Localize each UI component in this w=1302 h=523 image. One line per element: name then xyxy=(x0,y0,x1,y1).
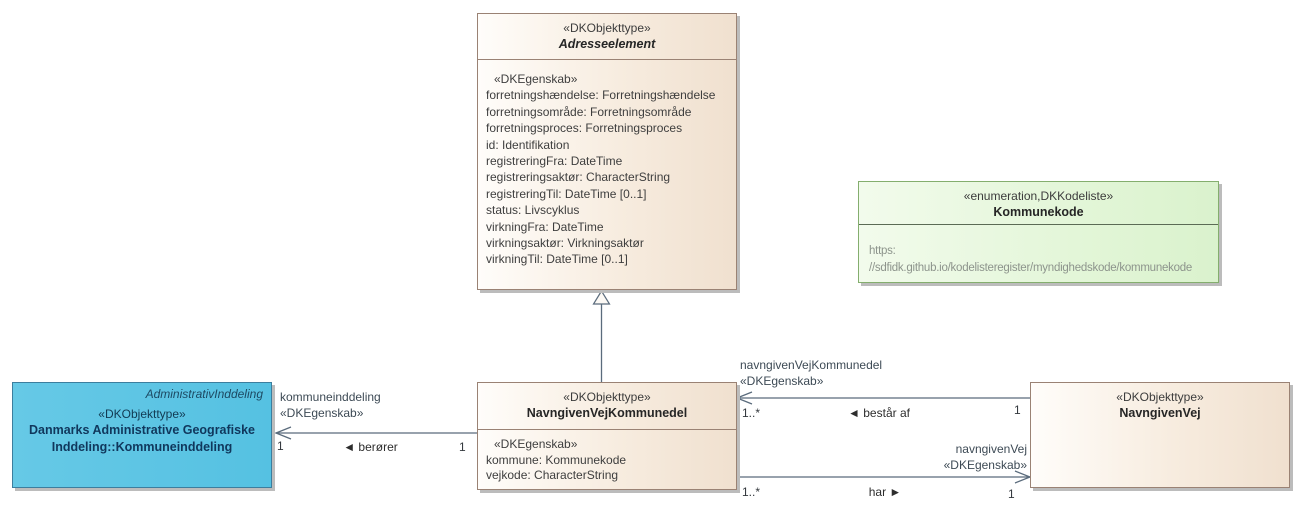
attribute-line: registreringFra: DateTime xyxy=(486,154,623,169)
attributes-compartment: «DKEgenskab» forretningshændelse: Forret… xyxy=(478,60,736,268)
multiplicity-bestaar-af-target: 1 xyxy=(1014,403,1021,417)
generalization-arrow xyxy=(592,289,611,382)
multiplicity-har-target: 1 xyxy=(1008,487,1015,501)
class-header: «enumeration,DKKodeliste» Kommunekode xyxy=(859,182,1218,224)
compartment-divider xyxy=(859,224,1218,225)
role-stereotype: «DKEgenskab» xyxy=(943,458,1027,472)
class-header: «DKObjekttype» NavngivenVejKommunedel xyxy=(478,383,736,429)
compartment-divider xyxy=(478,59,736,60)
association-beroerer-line xyxy=(274,426,477,440)
role-name: kommuneinddeling xyxy=(280,390,381,404)
class-name-line2: Inddeling::Kommuneinddeling xyxy=(51,439,233,454)
class-header: «DKObjekttype» Danmarks Administrative G… xyxy=(13,407,271,455)
class-header: «DKObjekttype» NavngivenVej xyxy=(1031,383,1289,429)
role-stereotype: «DKEgenskab» xyxy=(740,374,824,388)
class-name: NavngivenVejKommunedel xyxy=(526,406,688,420)
attribute-line: forretningsområde: Forretningsområde xyxy=(486,104,692,119)
association-bestaar-af-line xyxy=(735,391,1030,405)
attribute-line: virkningTil: DateTime [0..1] xyxy=(486,252,628,267)
codelist-url-line2: //sdfidk.github.io/kodelisteregister/myn… xyxy=(869,262,1193,274)
class-adresseelement[interactable]: «DKObjekttype» Adresseelement «DKEgenska… xyxy=(477,13,737,290)
compartment-divider xyxy=(478,429,736,430)
class-header: «DKObjekttype» Adresseelement xyxy=(478,14,736,59)
codelist-url-line1: https: xyxy=(869,245,896,257)
association-role-navngivenvej: navngivenVej «DKEgenskab» xyxy=(877,441,1027,473)
stereotype-label: «DKObjekttype» xyxy=(98,407,186,421)
stereotype-label: «DKObjekttype» xyxy=(1116,390,1204,404)
association-name-beroerer: ◄ berører xyxy=(343,440,398,454)
attribute-line: virkningFra: DateTime xyxy=(486,219,604,234)
association-role-navngivenvejkommunedel: navngivenVejKommunedel «DKEgenskab» xyxy=(740,357,882,389)
codelist-url: https: //sdfidk.github.io/kodelisteregis… xyxy=(859,225,1218,277)
attribute-line: registreringTil: DateTime [0..1] xyxy=(486,186,647,201)
stereotype-label: «enumeration,DKKodeliste» xyxy=(963,189,1114,203)
attribute-line: virkningsaktør: Virkningsaktør xyxy=(486,236,644,251)
attribute-stereotype: «DKEgenskab» xyxy=(494,72,578,86)
class-name: NavngivenVej xyxy=(1119,406,1201,420)
class-name: Kommunekode xyxy=(993,205,1084,219)
multiplicity-har-source: 1..* xyxy=(742,485,761,499)
stereotype-label: «DKObjekttype» xyxy=(563,21,651,35)
attribute-list: forretningshændelse: Forretningshændelse… xyxy=(486,87,730,267)
attribute-line: kommune: Kommunekode xyxy=(486,452,627,467)
role-name: navngivenVej xyxy=(955,442,1027,456)
attribute-line: registreringsaktør: CharacterString xyxy=(486,170,671,185)
attribute-line: id: Identifikation xyxy=(486,137,570,152)
role-name: navngivenVejKommunedel xyxy=(740,358,883,372)
stereotype-label: «DKObjekttype» xyxy=(563,390,651,404)
role-stereotype: «DKEgenskab» xyxy=(280,406,364,420)
attribute-line: forretningsproces: Forretningsproces xyxy=(486,121,683,136)
association-name-har: har ► xyxy=(868,485,902,499)
multiplicity-bestaar-af-source: 1..* xyxy=(742,406,761,420)
attribute-line: vejkode: CharacterString xyxy=(486,468,619,483)
attribute-line: forretningshændelse: Forretningshændelse xyxy=(486,88,716,103)
class-name-line1: Danmarks Administrative Geografiske xyxy=(28,423,255,437)
class-navngivenvejkommunedel[interactable]: «DKObjekttype» NavngivenVejKommunedel «D… xyxy=(477,382,737,490)
package-label: AdministrativInddeling xyxy=(145,387,263,401)
class-navngivenvej[interactable]: «DKObjekttype» NavngivenVej xyxy=(1030,382,1290,488)
association-name-bestaar-af: ◄ består af xyxy=(848,406,910,420)
attribute-stereotype: «DKEgenskab» xyxy=(494,437,578,451)
class-kommuneinddeling[interactable]: AdministrativInddeling «DKObjekttype» Da… xyxy=(12,382,272,488)
multiplicity-beroerer-source: 1 xyxy=(277,439,284,453)
attribute-line: status: Livscyklus xyxy=(486,203,580,218)
class-name: Adresseelement xyxy=(558,37,656,51)
association-role-kommuneinddeling: kommuneinddeling «DKEgenskab» xyxy=(280,389,381,421)
multiplicity-beroerer-target: 1 xyxy=(459,440,466,454)
enumeration-kommunekode[interactable]: «enumeration,DKKodeliste» Kommunekode ht… xyxy=(858,181,1219,283)
